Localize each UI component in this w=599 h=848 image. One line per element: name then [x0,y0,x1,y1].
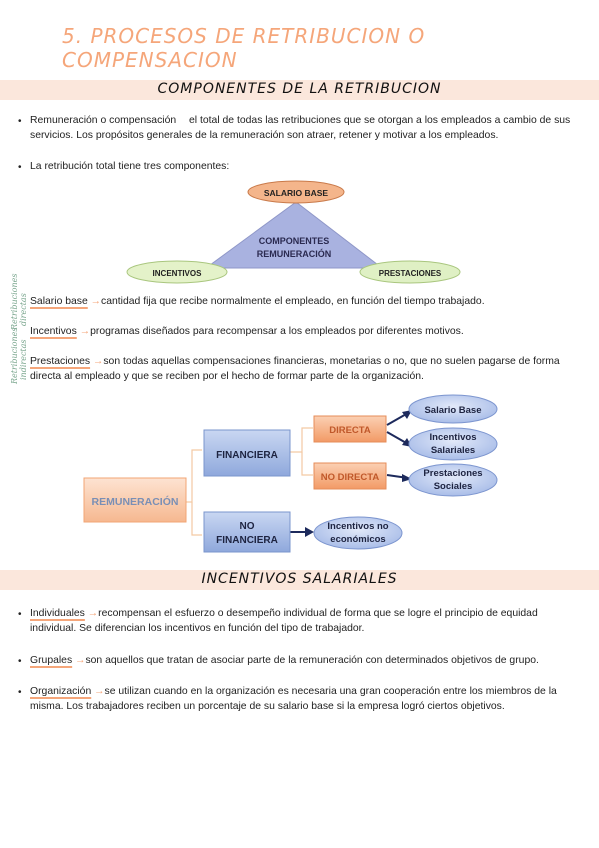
label-directa: DIRECTA [329,425,371,436]
label-incentivos-tree: Incentivos [430,432,477,443]
term-individuales: Individuales [30,608,85,619]
box-no-financiera [203,511,291,553]
item-text: se utilizan cuando en la organización es… [30,686,557,712]
side-note-directas: directas [19,293,28,326]
item-individuales: Individuales →recompensan el esfuerzo o … [30,606,585,636]
components-triangle-diagram: SALARIO BASE COMPONENTES REMUNERACIÓN IN… [126,180,461,284]
oval-incentivos-salariales [408,427,498,461]
definition-text: cantidad fija que recibe normalmente el … [101,296,485,307]
label-salario-base-tree: Salario Base [424,405,481,416]
oval-incentivos [126,260,228,284]
label-incentivos: INCENTIVOS [153,269,203,278]
section-band-1 [0,80,599,100]
item-text: recompensan el esfuerzo o desempeño indi… [30,608,538,634]
oval-prestaciones [359,260,461,284]
item-grupales: Grupales →son aquellos que tratan de aso… [30,653,585,668]
label-componentes: COMPONENTES [259,236,330,246]
bullet-dot: • [18,656,22,667]
oval-incentivos-no-economicos [313,516,403,550]
arrow-icon: → [79,326,91,337]
triangle-shape [204,201,384,269]
arrow-icon: → [87,608,99,619]
oval-salario-base [247,180,345,204]
definition-prestaciones: Prestaciones →son todas aquellas compens… [30,354,585,384]
bullet-dot: • [18,609,22,620]
label-prestaciones-tree: Prestaciones [423,468,482,479]
intro-rest: el total de todas las retribuciones que … [30,115,571,141]
label-no-financiera-2: FINANCIERA [216,535,278,546]
arrow-icon: → [92,356,104,367]
arrow-icon: → [94,686,105,697]
box-directa [313,415,387,443]
page-title: 5. PROCESOS DE RETRIBUCION O COMPENSACIO… [62,24,426,72]
remuneration-tree-diagram: REMUNERACIÓN FINANCIERA NO FINANCIERA DI… [83,394,498,553]
oval-salario-base-tree [408,394,498,424]
intro-term: Remuneración o compensación [30,115,177,126]
label-no-economicos-1: Incentivos no [327,521,388,532]
definition-incentivos: Incentivos →programas diseñados para rec… [30,324,585,339]
section-band-2 [0,570,599,590]
components-intro: La retribución total tiene tres componen… [30,161,230,172]
side-note-indirectas: indirectas [19,339,28,380]
term-salario-base: Salario base [30,296,88,307]
term-organizacion: Organización [30,686,92,697]
bullet-dot: • [18,687,22,698]
item-organizacion: Organización →se utilizan cuando en la o… [30,684,585,714]
side-note-retribuciones-2: Retribuciones [10,327,19,384]
term-prestaciones: Prestaciones [30,356,91,367]
term-incentivos: Incentivos [30,326,77,337]
label-financiera: FINANCIERA [216,450,278,461]
label-no-economicos-2: económicos [330,534,385,545]
label-prestaciones: PRESTACIONES [379,269,442,278]
item-text: son aquellos que tratan de asociar parte… [85,655,539,666]
side-note-retribuciones: Retribuciones [10,273,19,330]
label-sociales-tree: Sociales [434,481,473,492]
label-no-financiera-1: NO [240,521,255,532]
label-no-directa: NO DIRECTA [321,472,380,483]
arrow-icon: → [75,655,86,666]
term-grupales: Grupales [30,655,73,666]
oval-prestaciones-sociales [408,463,498,497]
label-salario-base: SALARIO BASE [264,188,329,198]
label-root: REMUNERACIÓN [92,495,179,508]
definition-text: son todas aquellas compensaciones financ… [30,356,560,382]
box-financiera [203,429,291,477]
intro-paragraph: Remuneración o compensación el total de … [30,113,585,143]
section-heading-incentivos: INCENTIVOS SALARIALES [201,571,398,587]
label-remuneracion: REMUNERACIÓN [257,248,332,259]
bullet-dot: • [18,162,22,173]
label-salariales-tree: Salariales [431,445,475,456]
definition-salario-base: Salario base →cantidad fija que recibe n… [30,294,585,309]
bullet-dot: • [18,116,22,127]
section-heading-components: COMPONENTES DE LA RETRIBUCION [157,81,442,97]
arrow-icon: → [90,296,102,307]
box-no-directa [313,462,387,490]
definition-text: programas diseñados para recompensar a l… [90,326,464,337]
box-remuneracion [83,477,187,523]
